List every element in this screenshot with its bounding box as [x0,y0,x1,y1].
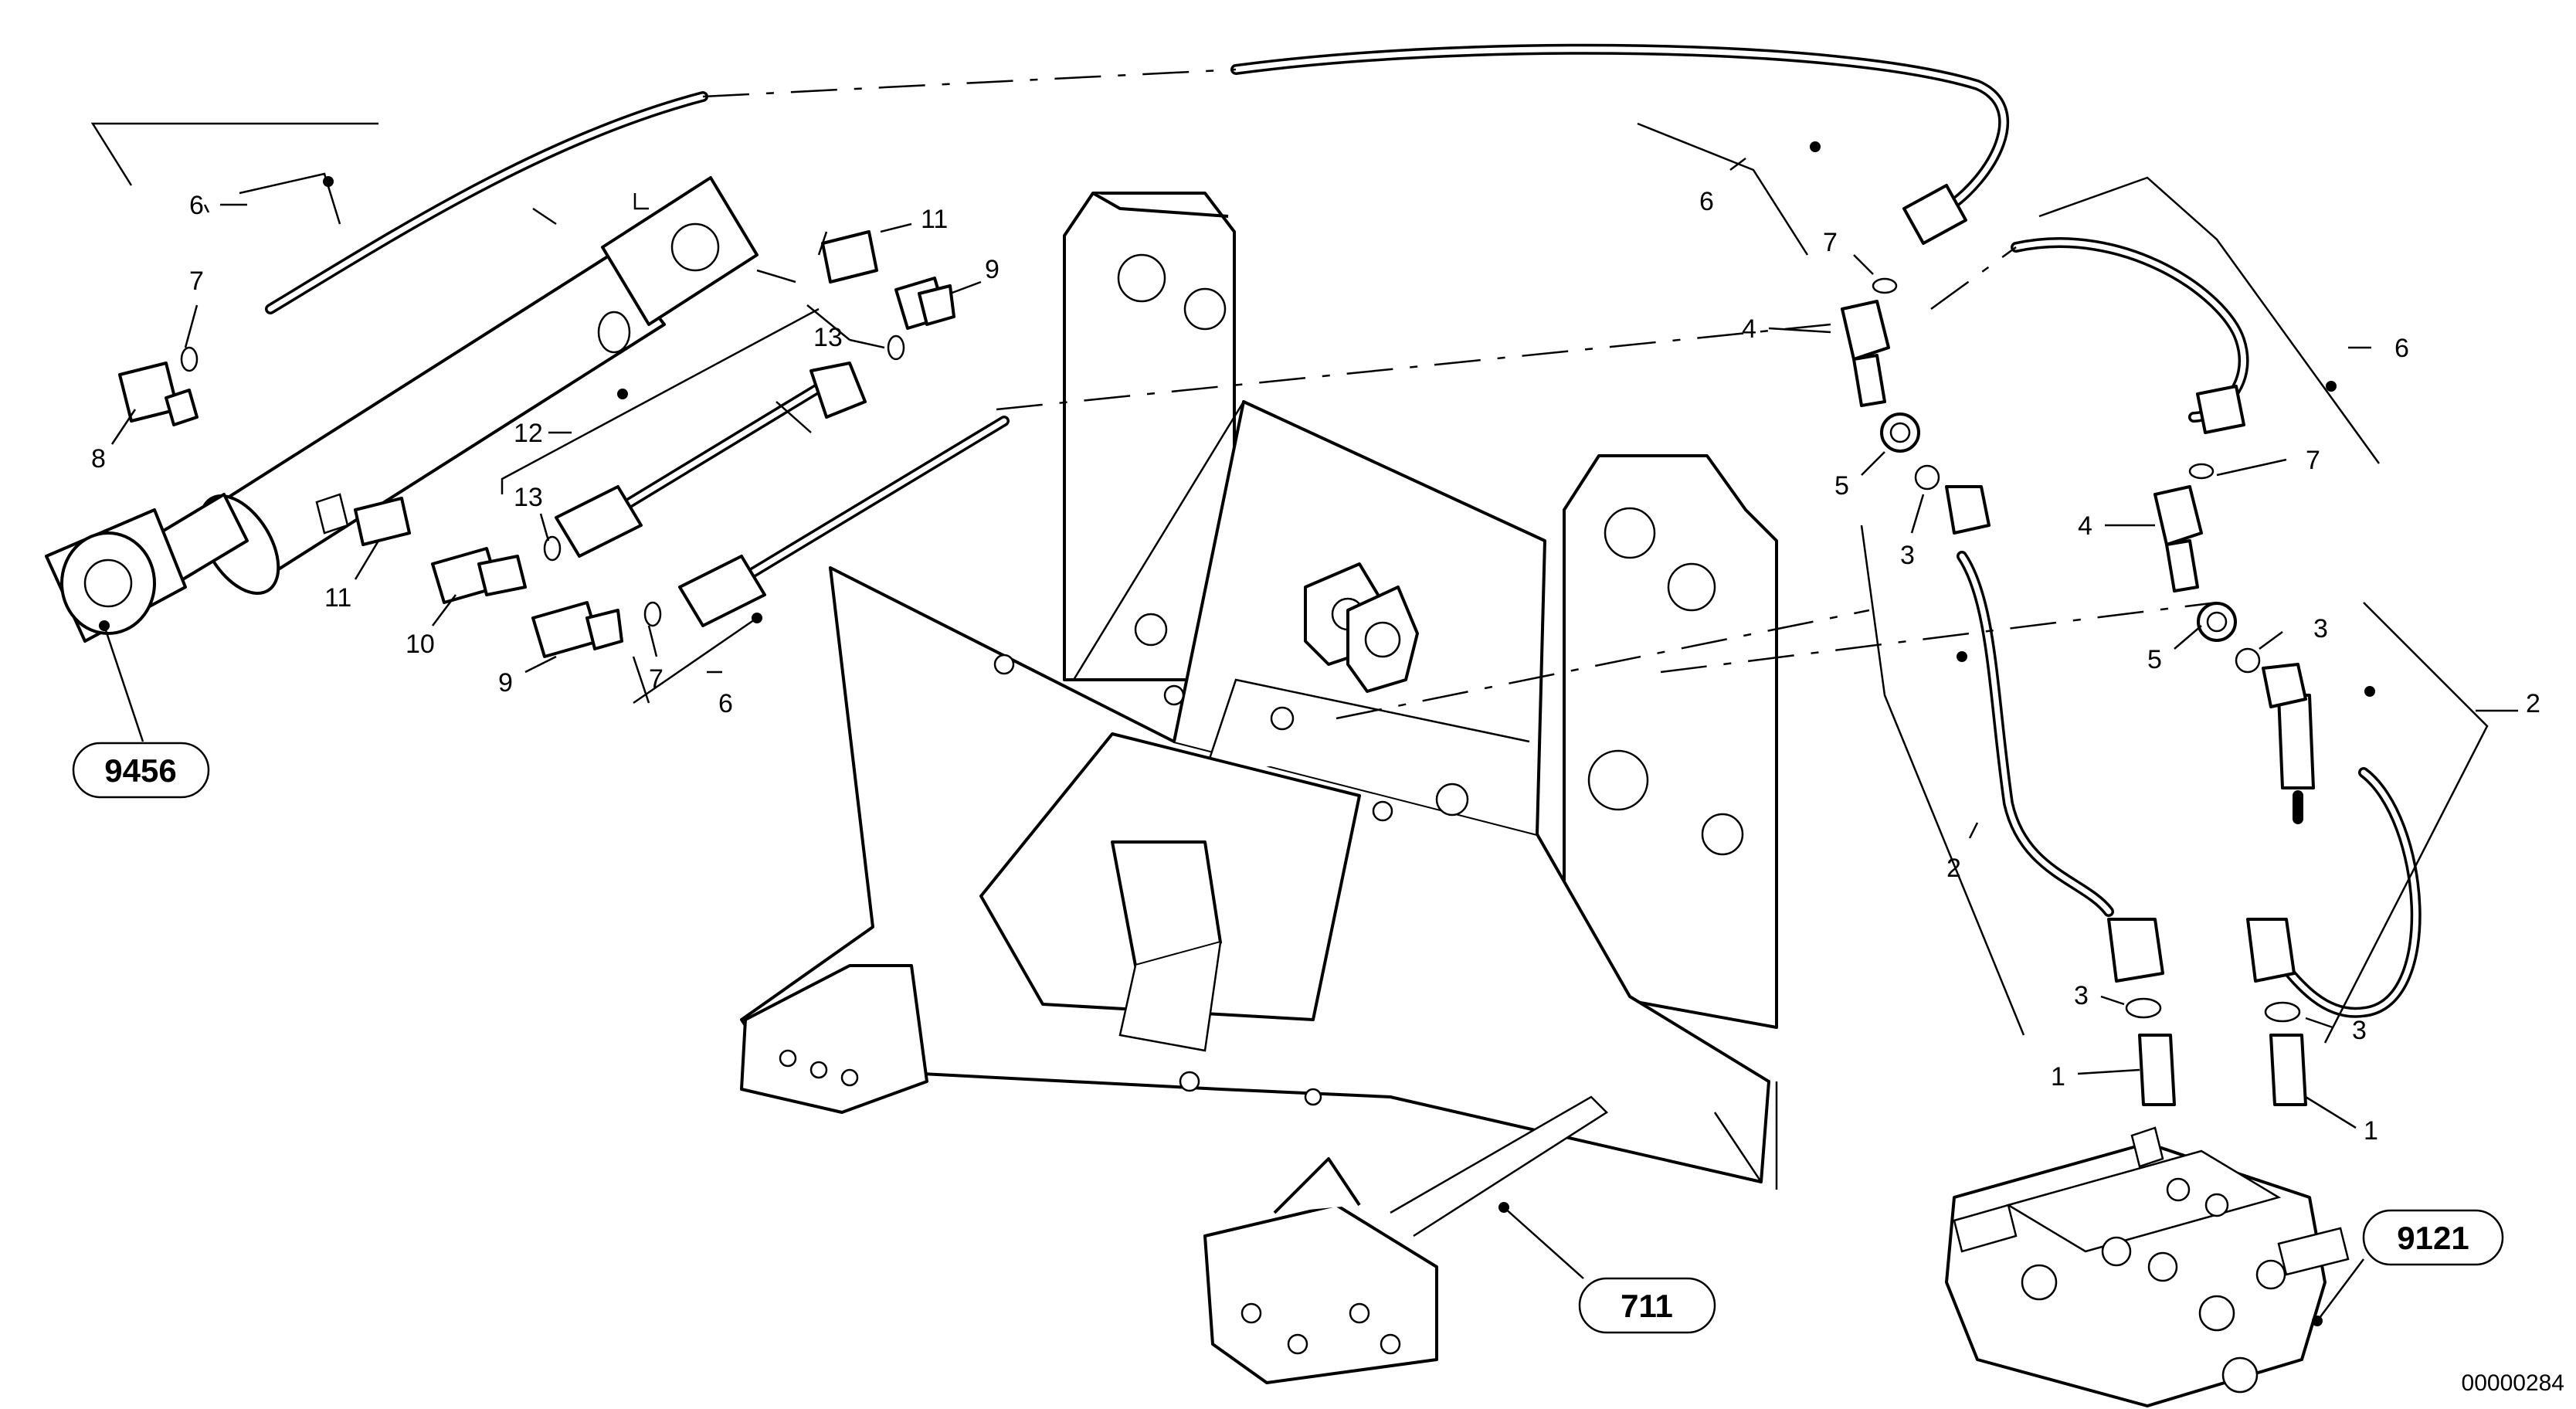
callout-c13: 6 [718,689,733,718]
callout-c18: 3 [1900,541,1915,570]
callout-c4: 11 [921,205,948,234]
o-rings [180,277,2301,1023]
connection-lines [702,68,2218,720]
callout-labels: 6 7 8 11 9 13 12 13 11 10 9 7 6 6 7 4 5 … [91,158,2540,1146]
callout-c29: 1 [2364,1116,2378,1146]
callout-c26: 3 [2074,981,2089,1010]
ref-label-9121: 9121 [2397,1220,2469,1256]
callout-c25: 2 [1946,854,1961,883]
callout-c7: 12 [514,419,543,448]
callout-dots [99,141,2375,1326]
callout-c17: 5 [1834,471,1849,501]
callout-c3: 8 [91,444,106,474]
reference-box-9456: 9456 [72,625,210,799]
callout-c2: 7 [189,267,204,296]
callout-c11: 9 [498,668,513,698]
callout-c16: 4 [1742,314,1756,344]
callout-c12: 7 [649,664,664,694]
reference-box-711: 711 [1503,1207,1716,1334]
callout-c15: 7 [1823,228,1838,257]
hoses [265,43,2422,1018]
fittings [118,230,2307,1106]
leader-lines [90,122,2489,1044]
reference-box-9121: 9121 [2316,1209,2504,1322]
main-frame [740,192,1778,1384]
ref-label-9456: 9456 [104,752,176,789]
hydraulic-cylinder [45,176,759,643]
callout-c9: 11 [324,583,351,613]
callout-c6: 13 [813,323,843,352]
callout-c28: 1 [2051,1062,2065,1092]
callout-c8: 13 [514,483,543,512]
callout-c22: 5 [2147,645,2162,674]
control-valve [1945,1126,2350,1407]
callout-c1: 6 [189,191,204,220]
callout-c10: 10 [406,630,435,659]
document-id: 00000284 [2462,1370,2564,1396]
callout-c23: 3 [2313,614,2328,643]
callout-c21: 4 [2078,511,2092,541]
callout-c19: 6 [2394,334,2409,363]
callout-c27: 3 [2352,1016,2367,1045]
callout-c24: 2 [2526,689,2540,718]
callout-c20: 7 [2306,446,2320,475]
callout-c14: 6 [1699,187,1714,216]
ref-label-711: 711 [1621,1288,1673,1324]
callout-c5: 9 [985,255,1000,284]
